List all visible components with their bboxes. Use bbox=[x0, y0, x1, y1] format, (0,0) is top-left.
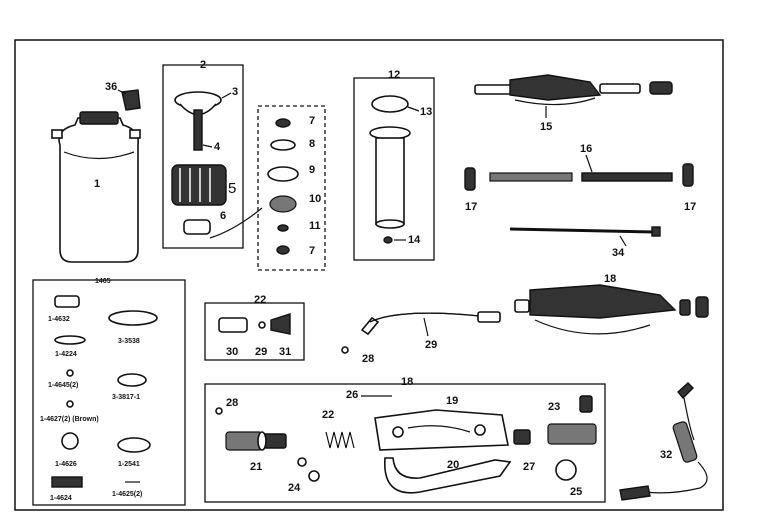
callout-7a: 7 bbox=[309, 115, 315, 127]
kit-header: 1465 bbox=[95, 278, 111, 285]
valve-assembly-box bbox=[204, 383, 606, 503]
callout-6: 6 bbox=[220, 210, 226, 222]
callout-36: 36 bbox=[105, 81, 117, 93]
shutoff-handle bbox=[514, 284, 709, 335]
callout-10: 10 bbox=[309, 193, 321, 205]
hose-section bbox=[489, 172, 673, 182]
spray-wand-assembly bbox=[474, 74, 673, 106]
cylinder-box bbox=[353, 77, 435, 261]
callout-30: 30 bbox=[226, 346, 238, 358]
kit-part-6: 3-3817-1 bbox=[112, 394, 140, 401]
callout-26: 26 bbox=[346, 389, 358, 401]
extension-wand bbox=[360, 311, 501, 336]
callout-9: 9 bbox=[309, 164, 315, 176]
callout-29b: 29 bbox=[425, 339, 437, 351]
callout-17b: 17 bbox=[684, 201, 696, 213]
kit-part-2: 3-3538 bbox=[118, 338, 140, 345]
callout-15: 15 bbox=[540, 121, 552, 133]
kit-part-3: 1-4224 bbox=[55, 351, 77, 358]
nozzle-box bbox=[204, 302, 305, 361]
callout-16: 16 bbox=[580, 143, 592, 155]
callout-20: 20 bbox=[447, 459, 459, 471]
kit-part-4: 1-4645(2) bbox=[48, 382, 78, 389]
trigger-lever bbox=[384, 457, 512, 494]
callout-3: 3 bbox=[232, 86, 238, 98]
spring bbox=[325, 431, 355, 449]
callout-2: 2 bbox=[200, 59, 206, 71]
callout-14: 14 bbox=[408, 234, 421, 246]
outer-frame bbox=[14, 39, 724, 511]
callout-13: 13 bbox=[420, 106, 432, 118]
pump-handle bbox=[174, 91, 222, 151]
callout-27: 27 bbox=[523, 461, 535, 473]
tank bbox=[51, 111, 141, 263]
callout-28a: 28 bbox=[362, 353, 374, 365]
parts-kit-box bbox=[32, 279, 186, 506]
callout-19: 19 bbox=[446, 395, 458, 407]
callout-18a: 18 bbox=[604, 273, 616, 285]
kit-part-9: 1-4624 bbox=[50, 495, 72, 502]
small-cap bbox=[121, 89, 141, 111]
pump-group-box bbox=[162, 64, 244, 249]
callout-24: 24 bbox=[288, 482, 301, 494]
callout-25: 25 bbox=[570, 486, 582, 498]
callout-23: 23 bbox=[548, 401, 560, 413]
valve-group-box bbox=[257, 105, 326, 271]
callout-4: 4 bbox=[214, 141, 221, 153]
hose-fitting-left bbox=[464, 167, 476, 191]
hose-fitting-right bbox=[682, 163, 694, 187]
cleaning-rod bbox=[509, 227, 656, 234]
callout-34: 34 bbox=[612, 247, 625, 259]
callout-11: 11 bbox=[309, 220, 321, 232]
callout-21: 21 bbox=[250, 461, 262, 473]
callout-1: 1 bbox=[94, 178, 100, 190]
callout-22b: 22 bbox=[322, 409, 334, 421]
shoulder-hose bbox=[619, 382, 708, 501]
valve-body bbox=[225, 431, 287, 451]
callout-8: 8 bbox=[309, 138, 315, 150]
kit-part-5: 1-4627(2) (Brown) bbox=[40, 416, 99, 423]
callout-18b: 18 bbox=[401, 376, 413, 388]
callout-12: 12 bbox=[388, 69, 400, 81]
callout-29a: 29 bbox=[255, 346, 267, 358]
callout-32: 32 bbox=[660, 449, 672, 461]
kit-part-10: 1-4625(2) bbox=[112, 491, 142, 498]
kit-part-1: 1-4632 bbox=[48, 316, 70, 323]
pump-collar bbox=[171, 164, 227, 206]
callout-31: 31 bbox=[279, 346, 291, 358]
callout-17a: 17 bbox=[465, 201, 477, 213]
callout-28b: 28 bbox=[226, 397, 238, 409]
callout-7b: 7 bbox=[309, 245, 315, 257]
valve-fitting bbox=[547, 395, 597, 445]
callout-22a: 22 bbox=[254, 294, 266, 306]
callout-5: 5 bbox=[228, 180, 236, 197]
valve-housing bbox=[374, 409, 509, 451]
pump-cylinder bbox=[369, 126, 411, 229]
kit-part-8: 1-2541 bbox=[118, 461, 140, 468]
kit-part-7: 1-4626 bbox=[55, 461, 77, 468]
